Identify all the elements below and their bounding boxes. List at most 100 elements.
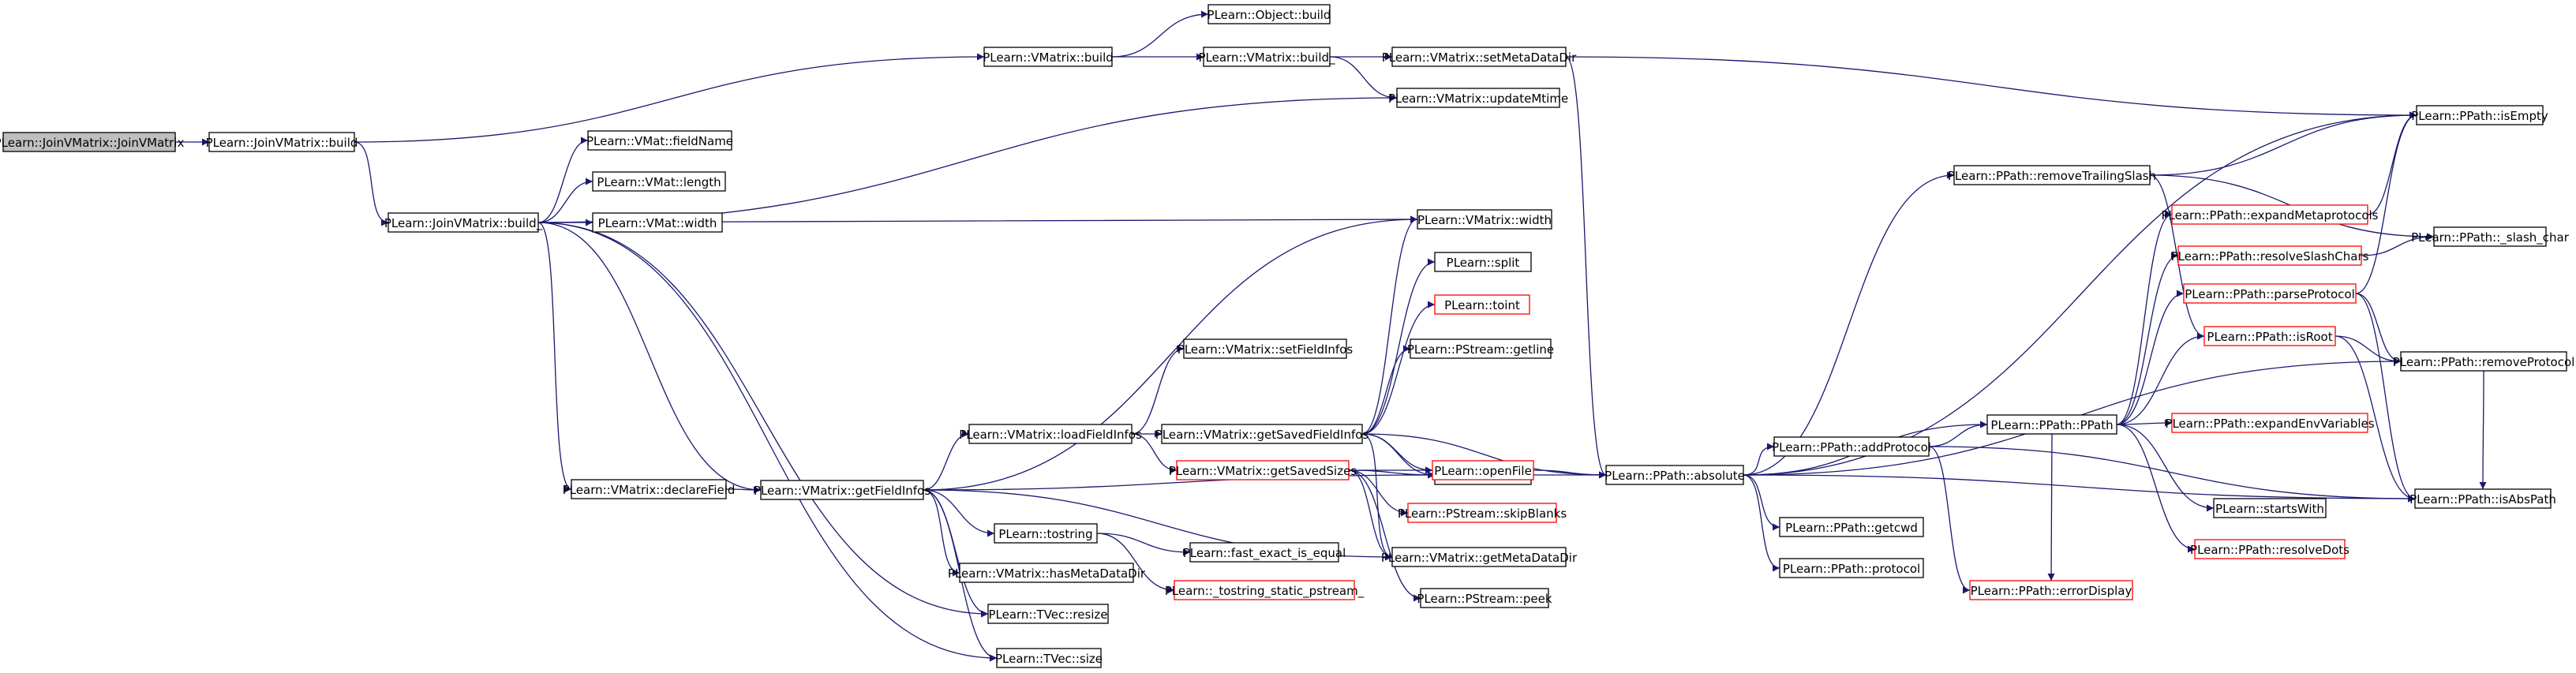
node-loadFieldInfos[interactable]: PLearn::VMatrix::loadFieldInfos xyxy=(959,424,1142,444)
node-box[interactable] xyxy=(2203,326,2336,346)
node-box[interactable] xyxy=(1434,252,1532,272)
node-addProtocol[interactable]: PLearn::PPath::addProtocol xyxy=(1772,436,1931,457)
node-box[interactable] xyxy=(2433,226,2547,247)
node-label: PLearn::JoinVMatrix::JoinVMatrix xyxy=(0,136,184,150)
node-resolveSlashChars[interactable]: PLearn::PPath::resolveSlashChars xyxy=(2171,245,2369,266)
node-box[interactable] xyxy=(2414,488,2552,509)
node-box[interactable] xyxy=(1396,88,1560,108)
node-isEmpty[interactable]: PLearn::PPath::isEmpty xyxy=(2411,105,2548,125)
node-box[interactable] xyxy=(1161,424,1363,444)
node-box[interactable] xyxy=(1779,517,1924,537)
node-openFile[interactable]: PLearn::openFile xyxy=(1432,460,1534,480)
node-box[interactable] xyxy=(968,424,1133,444)
node-box[interactable] xyxy=(1176,460,1350,480)
node-getcwd[interactable]: PLearn::PPath::getcwd xyxy=(1779,517,1924,537)
node-box[interactable] xyxy=(1410,338,1552,359)
node-tostring[interactable]: PLearn::tostring xyxy=(994,523,1098,544)
node-box[interactable] xyxy=(2183,283,2357,304)
node-box[interactable] xyxy=(1417,209,1552,230)
node-box[interactable] xyxy=(208,132,355,152)
node-getSavedFieldInfos[interactable]: PLearn::VMatrix::getSavedFieldInfos xyxy=(1155,424,1369,444)
node-expandMetaprotocols[interactable]: PLearn::PPath::expandMetaprotocols xyxy=(2161,204,2379,225)
node-getMetaDataDir[interactable]: PLearn::VMatrix::getMetaDataDir xyxy=(1381,547,1578,567)
node-box[interactable] xyxy=(1189,542,1339,563)
node-box[interactable] xyxy=(587,130,732,151)
node-expandEnvVariables[interactable]: PLearn::PPath::expandEnvVariables xyxy=(2165,413,2375,433)
node-box[interactable] xyxy=(592,212,723,233)
node-box[interactable] xyxy=(2194,539,2346,559)
node-box[interactable] xyxy=(1605,465,1744,485)
node-tvec_size[interactable]: PLearn::TVec::size xyxy=(995,648,1103,668)
node-box[interactable] xyxy=(994,523,1098,544)
node-setMetaDataDir[interactable]: PLearn::VMatrix::setMetaDataDir xyxy=(1382,47,1577,67)
node-box[interactable] xyxy=(760,480,924,500)
node-toint[interactable]: PLearn::toint xyxy=(1434,294,1530,315)
node-box[interactable] xyxy=(2171,413,2368,433)
node-getFieldInfos[interactable]: PLearn::VMatrix::getFieldInfos xyxy=(754,480,930,500)
node-resolveDots[interactable]: PLearn::PPath::resolveDots xyxy=(2190,539,2349,559)
node-box[interactable] xyxy=(996,648,1102,668)
node-box[interactable] xyxy=(2400,351,2567,372)
node-box[interactable] xyxy=(1773,436,1930,457)
node-errorDisplay[interactable]: PLearn::PPath::errorDisplay xyxy=(1969,580,2133,600)
node-removeProtocol[interactable]: PLearn::PPath::removeProtocol xyxy=(2393,351,2575,372)
node-box[interactable] xyxy=(1407,503,1557,523)
node-join_build[interactable]: PLearn::JoinVMatrix::build xyxy=(206,132,358,152)
node-removeTrailingSlash[interactable]: PLearn::PPath::removeTrailingSlash xyxy=(1948,165,2156,185)
node-box[interactable] xyxy=(1434,294,1530,315)
node-startsWith[interactable]: PLearn::startsWith xyxy=(2213,498,2327,518)
node-vmatrix_build[interactable]: PLearn::VMatrix::build xyxy=(983,47,1114,67)
node-updateMtime[interactable]: PLearn::VMatrix::updateMtime xyxy=(1388,88,1568,108)
node-tostring_static[interactable]: PLearn::_tostring_static_pstream_ xyxy=(1165,580,1365,600)
node-setFieldInfos[interactable]: PLearn::VMatrix::setFieldInfos xyxy=(1178,338,1354,359)
node-vmat_fieldName[interactable]: PLearn::VMat::fieldName xyxy=(586,130,733,151)
node-isRoot[interactable]: PLearn::PPath::isRoot xyxy=(2203,326,2336,346)
node-box[interactable] xyxy=(1174,580,1355,600)
node-slash_char[interactable]: PLearn::PPath::_slash_char xyxy=(2411,226,2570,247)
node-join_build_[interactable]: PLearn::JoinVMatrix::build_ xyxy=(384,212,543,233)
node-fast_exact_is_equal[interactable]: PLearn::fast_exact_is_equal xyxy=(1183,542,1346,563)
node-object_build[interactable]: PLearn::Object::build xyxy=(1208,4,1331,24)
node-vmat_width[interactable]: PLearn::VMat::width xyxy=(592,212,723,233)
node-box[interactable] xyxy=(2177,245,2362,266)
node-skipBlanks[interactable]: PLearn::PStream::skipBlanks xyxy=(1398,503,1567,523)
node-split[interactable]: PLearn::split xyxy=(1434,252,1532,272)
node-box[interactable] xyxy=(1391,547,1567,567)
node-box[interactable] xyxy=(388,212,539,233)
node-parseProtocol[interactable]: PLearn::PPath::parseProtocol xyxy=(2183,283,2357,304)
node-vmatrix_build_[interactable]: PLearn::VMatrix::build_ xyxy=(1198,47,1335,67)
node-box[interactable] xyxy=(1208,4,1331,24)
node-vmat_length[interactable]: PLearn::VMat::length xyxy=(592,171,726,192)
node-box[interactable] xyxy=(592,171,726,192)
node-box[interactable] xyxy=(1986,414,2117,435)
node-isAbsPath[interactable]: PLearn::PPath::isAbsPath xyxy=(2409,488,2556,509)
node-join_ctor[interactable]: PLearn::JoinVMatrix::JoinVMatrix xyxy=(0,132,184,152)
node-box[interactable] xyxy=(959,563,1134,583)
node-absolute[interactable]: PLearn::PPath::absolute xyxy=(1604,465,1745,485)
node-box[interactable] xyxy=(983,47,1113,67)
node-box[interactable] xyxy=(2171,204,2368,225)
node-box[interactable] xyxy=(1203,47,1331,67)
node-hasMetaDataDir[interactable]: PLearn::VMatrix::hasMetaDataDir xyxy=(948,563,1146,583)
node-tvec_resize[interactable]: PLearn::TVec::resize xyxy=(987,604,1109,624)
node-getSavedSizes[interactable]: PLearn::VMatrix::getSavedSizes xyxy=(1169,460,1357,480)
node-pstream_peek[interactable]: PLearn::PStream::peek xyxy=(1417,588,1552,608)
node-vmatrix_width[interactable]: PLearn::VMatrix::width xyxy=(1417,209,1552,230)
node-box[interactable] xyxy=(2,132,176,152)
node-box[interactable] xyxy=(987,604,1109,624)
node-box[interactable] xyxy=(1953,165,2151,185)
node-box[interactable] xyxy=(1183,338,1347,359)
node-pstream_getline[interactable]: PLearn::PStream::getline xyxy=(1407,338,1554,359)
node-box[interactable] xyxy=(2213,498,2327,518)
node-ppath_ctor[interactable]: PLearn::PPath::PPath xyxy=(1986,414,2117,435)
node-declareField[interactable]: PLearn::VMatrix::declareField xyxy=(563,479,736,499)
node-box[interactable] xyxy=(1391,47,1567,67)
edge-getFieldInfos-to-hasMetaDataDir xyxy=(923,489,960,577)
node-box[interactable] xyxy=(1420,588,1549,608)
node-protocol[interactable]: PLearn::PPath::protocol xyxy=(1779,558,1924,578)
node-box[interactable] xyxy=(1969,580,2133,600)
node-box[interactable] xyxy=(1779,558,1924,578)
node-box[interactable] xyxy=(571,479,727,499)
node-box[interactable] xyxy=(1432,460,1534,480)
node-box[interactable] xyxy=(2416,105,2544,125)
